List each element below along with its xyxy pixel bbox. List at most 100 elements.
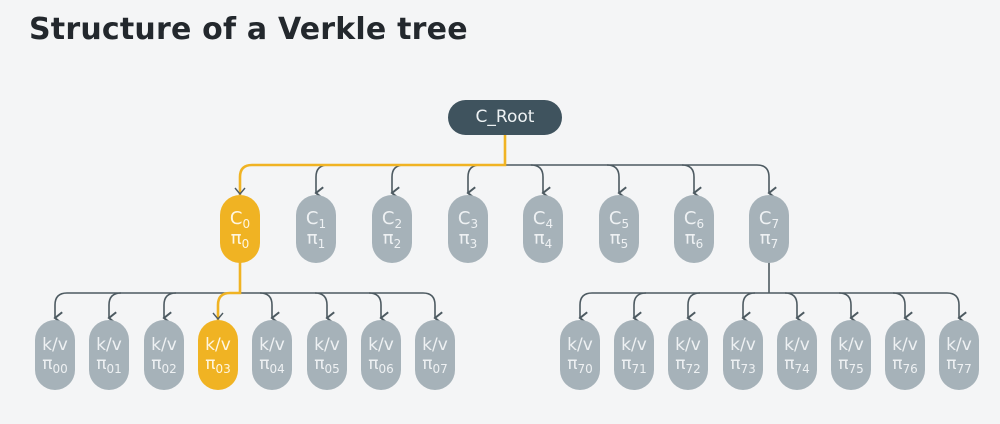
proof-index: 1 — [317, 237, 326, 251]
commitment-index: 4 — [545, 216, 554, 231]
proof-label: π — [259, 354, 270, 374]
proof-label: π — [567, 354, 578, 374]
root-label: C_Root — [475, 106, 535, 127]
proof-label: π — [533, 228, 545, 249]
key-value-label: k/v — [96, 334, 122, 355]
root-to-inner-edges — [314, 164, 777, 200]
proof-label: π — [230, 228, 242, 249]
commitment-index: 2 — [394, 216, 403, 231]
leaf-node-76: k/v π76 — [885, 320, 925, 390]
key-value-label: k/v — [42, 334, 68, 355]
leaf-node-01: k/v π01 — [89, 320, 129, 390]
proof-label: π — [42, 354, 53, 374]
commitment-label: C — [532, 207, 546, 229]
proof-index: 73 — [740, 362, 756, 376]
proof-label: π — [838, 354, 849, 374]
proof-label: π — [892, 354, 903, 374]
commitment-index: 1 — [318, 216, 327, 231]
commitment-label: C — [758, 207, 772, 229]
c0-to-leaf-edges — [53, 292, 443, 325]
key-value-label: k/v — [422, 334, 448, 355]
inner-node-c0: C0 π0 — [220, 195, 260, 263]
key-value-label: k/v — [946, 334, 972, 355]
proof-label: π — [609, 228, 621, 249]
proof-index: 75 — [848, 362, 864, 376]
leaf-node-72: k/v π72 — [668, 320, 708, 390]
proof-index: 0 — [241, 237, 250, 251]
leaf-node-02: k/v π02 — [144, 320, 184, 390]
proof-index: 76 — [902, 362, 918, 376]
commitment-label: C — [457, 207, 471, 229]
key-value-label: k/v — [730, 334, 756, 355]
commitment-index: 7 — [771, 216, 780, 231]
proof-label: π — [458, 228, 470, 249]
inner-node-c2: C2 π2 — [372, 195, 412, 263]
key-value-label: k/v — [259, 334, 285, 355]
commitment-label: C — [229, 207, 243, 229]
inner-node-c1: C1 π1 — [296, 195, 336, 263]
commitment-index: 6 — [696, 216, 705, 231]
key-value-label: k/v — [838, 334, 864, 355]
proof-index: 03 — [215, 362, 231, 376]
key-value-label: k/v — [675, 334, 701, 355]
proof-index: 05 — [324, 362, 340, 376]
proof-label: π — [759, 228, 771, 249]
leaf-node-70: k/v π70 — [560, 320, 600, 390]
proof-label: π — [684, 228, 696, 249]
arrowhead-leaf03 — [212, 312, 224, 321]
leaf-node-75: k/v π75 — [831, 320, 871, 390]
leaf-node-74: k/v π74 — [777, 320, 817, 390]
key-value-label: k/v — [784, 334, 810, 355]
key-value-label: k/v — [205, 334, 231, 355]
proof-label: π — [675, 354, 686, 374]
commitment-index: 3 — [470, 216, 479, 231]
key-value-label: k/v — [314, 334, 340, 355]
commitment-label: C — [381, 207, 395, 229]
proof-label: π — [151, 354, 162, 374]
inner-node-c3: C3 π3 — [448, 195, 488, 263]
key-value-label: k/v — [567, 334, 593, 355]
inner-node-c7: C7 π7 — [749, 195, 789, 263]
proof-label: π — [314, 354, 325, 374]
leaf-node-03: k/v π03 — [198, 320, 238, 390]
key-value-label: k/v — [892, 334, 918, 355]
proof-index: 02 — [161, 362, 177, 376]
highlight-path-root-c0 — [238, 134, 507, 195]
proof-index: 07 — [432, 362, 448, 376]
commitment-label: C — [608, 207, 622, 229]
c7-to-leaf-edges — [578, 262, 967, 325]
proof-label: π — [368, 354, 379, 374]
proof-index: 6 — [695, 237, 704, 251]
leaf-node-05: k/v π05 — [307, 320, 347, 390]
commitment-label: C — [305, 207, 319, 229]
root-node: C_Root — [448, 100, 562, 135]
proof-label: π — [382, 228, 394, 249]
leaf-node-06: k/v π06 — [361, 320, 401, 390]
proof-label: π — [730, 354, 741, 374]
leaf-node-00: k/v π00 — [35, 320, 75, 390]
leaf-node-07: k/v π07 — [415, 320, 455, 390]
inner-node-c6: C6 π6 — [674, 195, 714, 263]
proof-index: 72 — [685, 362, 701, 376]
key-value-label: k/v — [621, 334, 647, 355]
arrowhead-c0 — [234, 187, 246, 196]
leaf-node-73: k/v π73 — [723, 320, 763, 390]
leaf-node-71: k/v π71 — [614, 320, 654, 390]
leaf-node-04: k/v π04 — [252, 320, 292, 390]
proof-index: 7 — [770, 237, 779, 251]
proof-label: π — [784, 354, 795, 374]
proof-index: 74 — [794, 362, 810, 376]
proof-label: π — [205, 354, 216, 374]
diagram-title: Structure of a Verkle tree — [29, 12, 468, 47]
proof-index: 70 — [577, 362, 593, 376]
proof-label: π — [96, 354, 107, 374]
proof-index: 4 — [544, 237, 553, 251]
proof-label: π — [422, 354, 433, 374]
proof-label: π — [306, 228, 318, 249]
proof-index: 04 — [269, 362, 285, 376]
proof-index: 77 — [956, 362, 972, 376]
leaf-node-77: k/v π77 — [939, 320, 979, 390]
key-value-label: k/v — [151, 334, 177, 355]
proof-index: 01 — [106, 362, 122, 376]
